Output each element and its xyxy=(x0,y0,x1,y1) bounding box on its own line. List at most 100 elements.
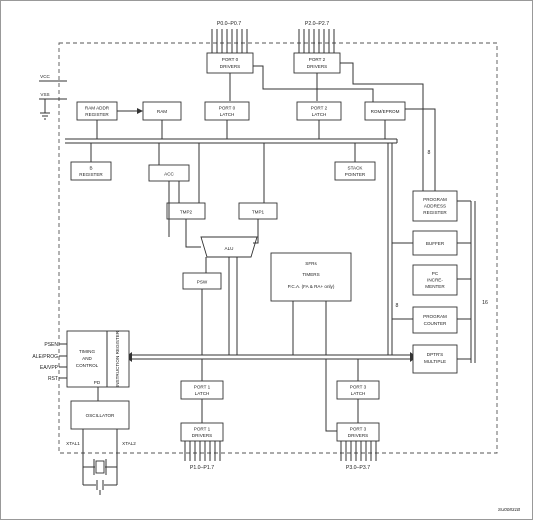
port2-drivers-block xyxy=(293,52,341,74)
port2-latch-label-1: PORT 2 xyxy=(311,106,328,111)
acc-label: ACC xyxy=(164,172,174,177)
sfr-label-3: P.C.A. (FA & RA+ only) xyxy=(288,284,335,289)
port0-pins-label: P0.0–P0.7 xyxy=(217,21,241,27)
tmp1-alu-link xyxy=(253,219,259,244)
port1-latch-label-2: LATCH xyxy=(195,391,210,396)
port0-drivers-label-1: PORT 0 xyxy=(222,57,239,62)
port3-latch-label-2: LATCH xyxy=(351,391,366,396)
ram-label: RAM xyxy=(157,109,167,114)
port1-drivers-label-1: PORT 1 xyxy=(194,427,211,432)
buffer-block xyxy=(412,230,458,256)
port2-drivers-label-1: PORT 2 xyxy=(309,57,326,62)
tmp2-alu-link xyxy=(185,219,201,248)
dptr-label-2: MULTIPLE xyxy=(424,359,446,364)
alu-label: ALU xyxy=(225,246,234,251)
stack-pointer-label-2: POINTER xyxy=(345,172,366,177)
arrow-head xyxy=(137,108,143,114)
timing-label-1: TIMING xyxy=(79,349,96,354)
pc-inc-label-2: INCRE- xyxy=(427,278,443,283)
tmp1-label: TMP1 xyxy=(252,210,265,215)
bus-riser-right xyxy=(387,143,393,355)
crystal-icon xyxy=(82,429,118,495)
figure-code: SU00831B xyxy=(498,507,520,512)
prog-addr-label-1: PROGRAM xyxy=(423,197,447,202)
riser-to-right-links xyxy=(392,242,413,358)
port3-drivers-label-1: PORT 3 xyxy=(350,427,367,432)
port0-latch-label-2: LATCH xyxy=(220,112,235,117)
program-counter-block xyxy=(412,306,458,334)
port1-drivers-label-2: DRIVERS xyxy=(192,433,212,438)
ea-label: EA/VPP xyxy=(40,365,59,371)
pc-incrementer-block xyxy=(412,264,458,296)
port2-pin-arrows xyxy=(298,29,335,53)
oscillator-label: OSCILLATOR xyxy=(86,413,115,418)
vss-label: VSS xyxy=(40,92,49,97)
port1-pin-arrows xyxy=(184,441,221,461)
port3-latch-label-1: PORT 3 xyxy=(350,385,367,390)
rom-to-pc-link xyxy=(405,108,436,191)
ram-addr-label-2: REGISTER xyxy=(85,112,109,117)
row1-bus-links xyxy=(96,120,386,139)
alu-block xyxy=(200,236,258,258)
pc-inc-label-3: MENTER xyxy=(425,284,445,289)
sfr-block xyxy=(270,252,352,302)
psw-label: PSW xyxy=(197,280,208,285)
tmp2-label: TMP2 xyxy=(180,210,193,215)
port3-pins-label: P3.0–P3.7 xyxy=(346,465,370,471)
port0-latch-label-1: PORT 0 xyxy=(219,106,236,111)
timing-label-3: CONTROL xyxy=(76,363,99,368)
sfr-label-1: SFRs xyxy=(305,261,317,266)
ale-label: ALE/PROG xyxy=(32,354,58,360)
address-bus-right xyxy=(457,200,476,363)
internal-bus-lower xyxy=(125,352,417,362)
port3-drivers-label-2: DRIVERS xyxy=(348,433,368,438)
port0-to-rom-link xyxy=(253,65,374,102)
bus-width-top: 8 xyxy=(428,150,431,156)
prog-counter-label-2: COUNTER xyxy=(424,321,447,326)
ground-icon xyxy=(39,98,67,120)
buffer-label: BUFFER xyxy=(426,241,445,246)
sfr-port3-link xyxy=(325,359,337,432)
pd-label: PD xyxy=(94,380,101,385)
port0-pin-arrows xyxy=(211,29,248,53)
bus-width-right: 16 xyxy=(482,300,488,306)
port1-latch-label-1: PORT 1 xyxy=(194,385,211,390)
internal-bus-upper xyxy=(65,138,398,144)
port2-latch-label-2: LATCH xyxy=(312,112,327,117)
port0-drivers-block xyxy=(206,52,254,74)
dptrs-multiple-block xyxy=(412,344,458,374)
b-register-label-1: B xyxy=(89,166,92,171)
port3-pin-arrows xyxy=(340,441,377,461)
prog-addr-label-3: REGISTER xyxy=(423,210,447,215)
stack-pointer-label-1: STACK xyxy=(348,166,364,171)
port0-drivers-label-2: DRIVERS xyxy=(220,64,240,69)
rst-label: RST xyxy=(48,376,58,382)
rom-eprom-label: ROM/EPROM xyxy=(371,109,400,114)
xtal1-label: XTAL1 xyxy=(66,441,80,446)
timing-control-block xyxy=(66,330,130,388)
prog-counter-label-1: PROGRAM xyxy=(423,314,447,319)
port2-pins-label: P2.0–P2.7 xyxy=(305,21,329,27)
psen-label: PSEN xyxy=(44,342,58,348)
pc-inc-label-1: PC xyxy=(432,271,439,276)
port2-drivers-label-2: DRIVERS xyxy=(307,64,327,69)
vcc-label: VCC xyxy=(40,74,50,79)
port3-drivers-block xyxy=(336,422,380,442)
b-register-label-2: REGISTER xyxy=(79,172,103,177)
sfr-label-2: TIMERS xyxy=(302,272,319,277)
oscillator-block xyxy=(70,400,130,430)
xtal2-label: XTAL2 xyxy=(122,441,136,446)
port1-drivers-block xyxy=(180,422,224,442)
prog-addr-label-2: ADDRESS xyxy=(424,204,446,209)
bus-width-mid: 8 xyxy=(396,303,399,309)
chip-boundary xyxy=(58,42,498,454)
timing-label-2: AND xyxy=(82,356,92,361)
dptr-label-1: DPTR'S xyxy=(427,352,443,357)
program-address-register-block xyxy=(412,190,458,222)
ram-addr-label-1: RAM ADDR xyxy=(85,106,110,111)
port2-to-pc-link xyxy=(340,62,424,191)
instruction-register-label: INSTRUCTION REGISTER xyxy=(115,330,120,387)
port1-pins-label: P1.0–P1.7 xyxy=(190,465,214,471)
